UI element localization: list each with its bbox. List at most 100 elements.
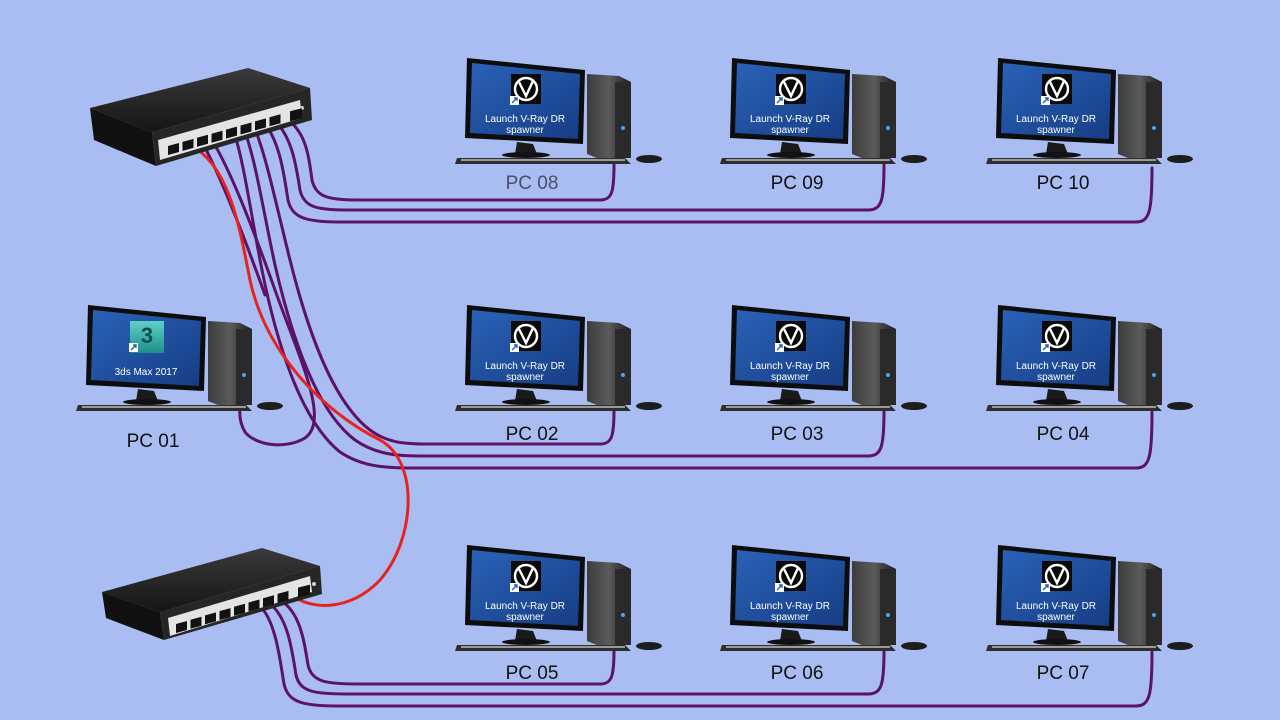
mouse xyxy=(636,402,662,410)
switch-port xyxy=(269,114,281,127)
pc-label: PC 06 xyxy=(771,663,824,684)
monitor-base xyxy=(1033,399,1081,405)
vray-logo-v xyxy=(782,80,800,99)
tower-power-led xyxy=(242,373,246,377)
tower-front xyxy=(1146,569,1162,645)
desktop-icon-caption-line2: spawner xyxy=(1037,372,1075,383)
cable-pc08 xyxy=(280,113,616,202)
switch-port xyxy=(197,134,208,147)
cable-pc06 xyxy=(268,602,886,696)
desktop-icon-caption: Launch V-Ray DR xyxy=(485,361,565,372)
desktop-icon-caption-line2: spawner xyxy=(1037,125,1075,136)
switch-port xyxy=(190,616,202,629)
tower-front xyxy=(615,329,631,405)
mouse xyxy=(636,155,662,163)
pc-label: PC 07 xyxy=(1037,663,1090,684)
vray-logo-v xyxy=(517,327,535,346)
desktop-icon-caption: Launch V-Ray DR xyxy=(750,601,830,612)
mouse xyxy=(1167,642,1193,650)
keyboard-keys xyxy=(992,406,1156,408)
tower-power-led xyxy=(1152,373,1156,377)
switch-port xyxy=(248,599,260,612)
shortcut-arrow xyxy=(511,584,518,591)
tower-front xyxy=(236,329,252,405)
monitor-base xyxy=(502,399,550,405)
monitor-stand xyxy=(515,629,537,641)
tower-front xyxy=(880,329,896,405)
monitor-stand xyxy=(136,389,158,401)
desktop-icon-caption-line2: spawner xyxy=(506,372,544,383)
switch-uplink-port xyxy=(290,108,302,122)
shortcut-arrow xyxy=(1042,344,1049,351)
shortcut-arrow-icon xyxy=(510,583,519,592)
pc-label: PC 03 xyxy=(771,424,824,445)
mouse xyxy=(901,642,927,650)
pc-label: PC 05 xyxy=(506,663,559,684)
mouse xyxy=(901,402,927,410)
desktop-icon-caption: Launch V-Ray DR xyxy=(1016,114,1096,125)
cable-pc07 xyxy=(258,604,1154,708)
monitor-stand xyxy=(515,389,537,401)
cable-pc01 xyxy=(210,138,316,447)
tower-power-led xyxy=(621,126,625,130)
shortcut-arrow-icon xyxy=(510,343,519,352)
vray-logo-icon[interactable] xyxy=(1042,321,1072,351)
desktop-icon-caption: Launch V-Ray DR xyxy=(485,601,565,612)
monitor-base xyxy=(767,152,815,158)
vray-logo-v xyxy=(1048,80,1066,99)
desktop-icon-caption: Launch V-Ray DR xyxy=(750,361,830,372)
desktop-icon-caption-line2: spawner xyxy=(506,125,544,136)
tower-front xyxy=(880,82,896,158)
desktop-icon-caption-line2: spawner xyxy=(771,612,809,623)
desktop-icon-caption-line2: spawner xyxy=(771,372,809,383)
pc-label: PC 09 xyxy=(771,173,824,194)
switch-port xyxy=(219,608,231,621)
vray-logo-ring xyxy=(778,76,804,102)
monitor-stand xyxy=(780,142,802,154)
mouse xyxy=(1167,402,1193,410)
tower-power-led xyxy=(621,613,625,617)
monitor-base xyxy=(123,399,171,405)
shortcut-arrow-icon xyxy=(775,583,784,592)
vray-logo-ring xyxy=(1044,563,1070,589)
tower-power-led xyxy=(1152,126,1156,130)
monitor-base xyxy=(502,152,550,158)
switch-port xyxy=(255,118,266,131)
3ds-max-icon[interactable]: 3 xyxy=(130,321,164,353)
vray-logo-v xyxy=(517,567,535,586)
tower-power-led xyxy=(621,373,625,377)
switch-port xyxy=(211,130,223,143)
keyboard-keys xyxy=(726,159,890,161)
cable-pc05 xyxy=(278,598,616,686)
tower-front xyxy=(615,569,631,645)
switch-top-side xyxy=(90,108,156,166)
pc-label: PC 10 xyxy=(1037,173,1090,194)
keyboard-keys xyxy=(726,646,890,648)
tower-front xyxy=(1146,329,1162,405)
tower-power-led xyxy=(886,613,890,617)
tower-front xyxy=(880,569,896,645)
vray-logo-ring xyxy=(513,76,539,102)
cable-pc10 xyxy=(260,118,1154,224)
switch-bottom-lid xyxy=(102,548,320,612)
tower-front xyxy=(1146,82,1162,158)
switch-port xyxy=(263,595,274,608)
monitor-base xyxy=(1033,639,1081,645)
keyboard-keys xyxy=(461,646,625,648)
vray-logo-ring xyxy=(1044,76,1070,102)
3ds-max-icon-glyph: 3 xyxy=(141,323,153,348)
shortcut-arrow xyxy=(1042,97,1049,104)
keyboard-keys xyxy=(461,406,625,408)
switch-bottom-side xyxy=(102,592,164,640)
vray-logo-ring xyxy=(778,563,804,589)
switch-port xyxy=(176,621,187,633)
vray-logo-ring xyxy=(513,323,539,349)
shortcut-arrow xyxy=(130,344,137,351)
